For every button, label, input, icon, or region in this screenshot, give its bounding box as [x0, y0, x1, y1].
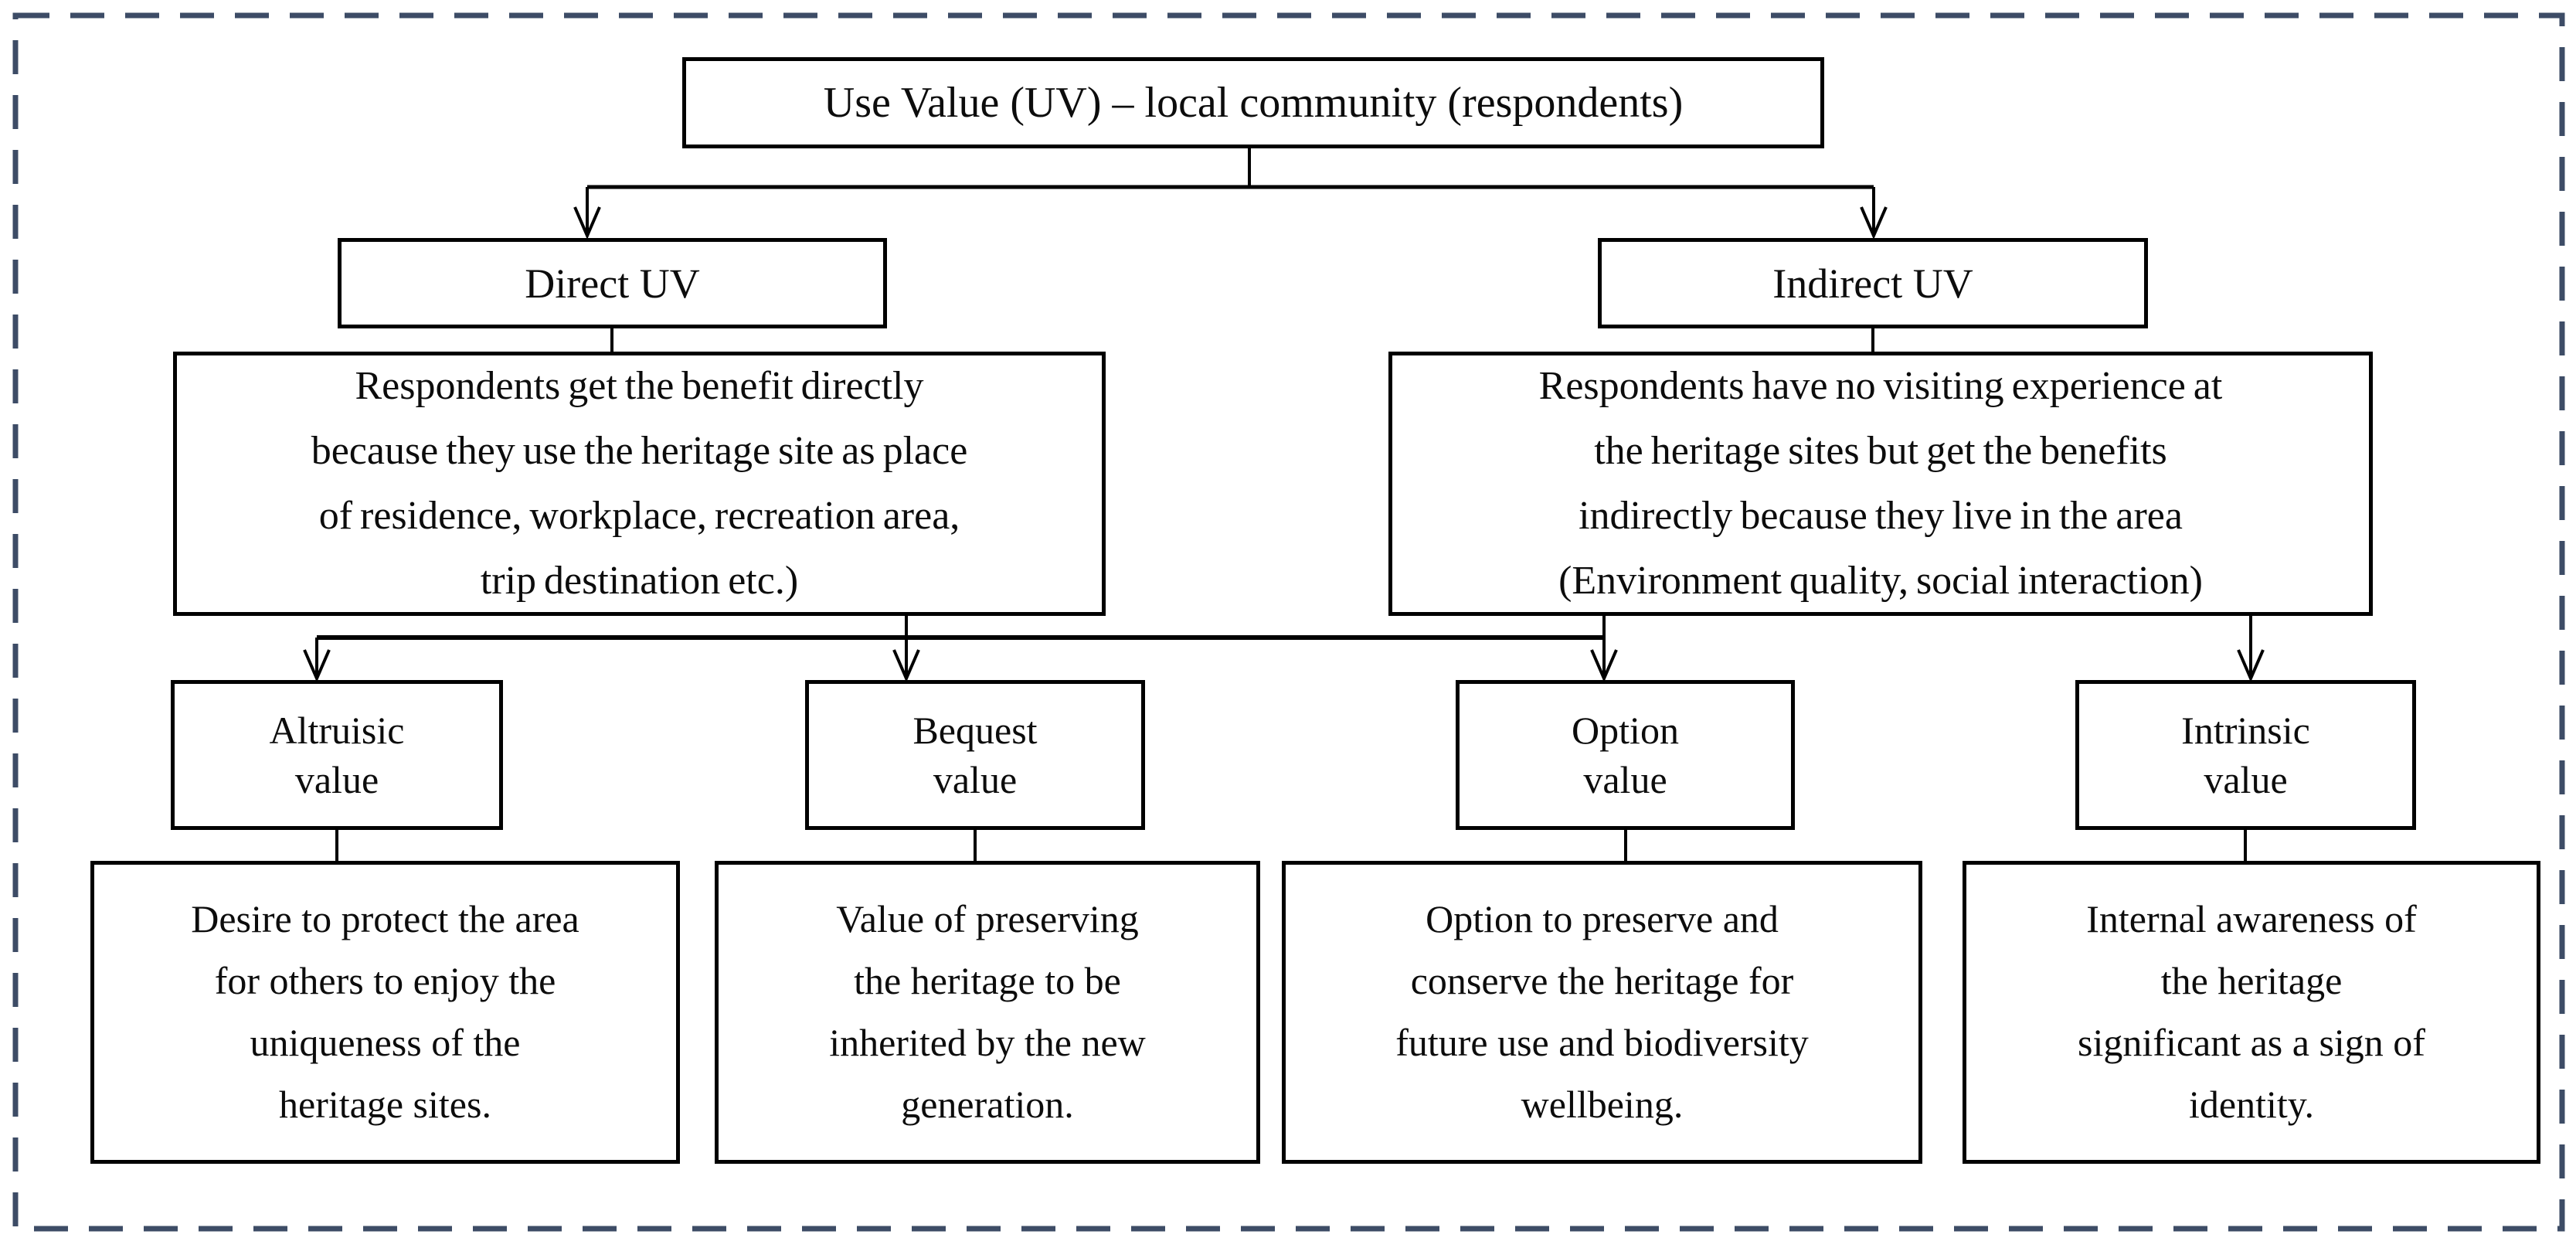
altruisic-value-description: Desire to protect the area for others to… — [191, 897, 579, 1126]
indirect-uv-description-box: Respondents have no visiting experience … — [1388, 352, 2373, 616]
altruisic-value-box: Altruisic value — [171, 680, 503, 830]
arrowhead-icon — [1590, 649, 1618, 683]
indirect-uv-box: Indirect UV — [1598, 238, 2148, 328]
connector-group — [303, 148, 2265, 862]
bequest-value-label: Bequest value — [912, 709, 1038, 801]
bequest-value-description: Value of preserving the heritage to be i… — [829, 897, 1146, 1126]
root-box: Use Value (UV) – local community (respon… — [682, 57, 1824, 148]
arrowhead-icon — [892, 649, 920, 683]
direct-uv-label: Direct UV — [525, 260, 700, 307]
direct-uv-box: Direct UV — [338, 238, 887, 328]
intrinsic-value-description-box: Internal awareness of the heritage signi… — [1963, 861, 2540, 1164]
indirect-uv-description: Respondents have no visiting experience … — [1538, 364, 2223, 603]
altruisic-value-description-box: Desire to protect the area for others to… — [90, 861, 680, 1164]
indirect-uv-label: Indirect UV — [1772, 260, 1973, 307]
arrowhead-icon — [573, 206, 601, 240]
option-value-label: Option value — [1572, 709, 1679, 801]
intrinsic-value-description: Internal awareness of the heritage signi… — [2078, 897, 2425, 1126]
arrowhead-icon — [1860, 206, 1888, 240]
root-label: Use Value (UV) – local community (respon… — [823, 79, 1684, 127]
intrinsic-value-box: Intrinsic value — [2075, 680, 2416, 830]
bequest-value-box: Bequest value — [805, 680, 1145, 830]
direct-uv-description-box: Respondents get the benefit directly bec… — [173, 352, 1106, 616]
arrowhead-icon — [2237, 649, 2265, 683]
altruisic-value-label: Altruisic value — [269, 709, 405, 801]
option-value-box: Option value — [1456, 680, 1795, 830]
dashed-frame — [12, 12, 2565, 1232]
direct-uv-description: Respondents get the benefit directly bec… — [311, 364, 968, 603]
intrinsic-value-label: Intrinsic value — [2181, 709, 2310, 801]
arrowhead-icon — [303, 649, 331, 683]
bequest-value-description-box: Value of preserving the heritage to be i… — [715, 861, 1260, 1164]
option-value-description-box: Option to preserve and conserve the heri… — [1282, 861, 1922, 1164]
option-value-description: Option to preserve and conserve the heri… — [1395, 897, 1809, 1126]
